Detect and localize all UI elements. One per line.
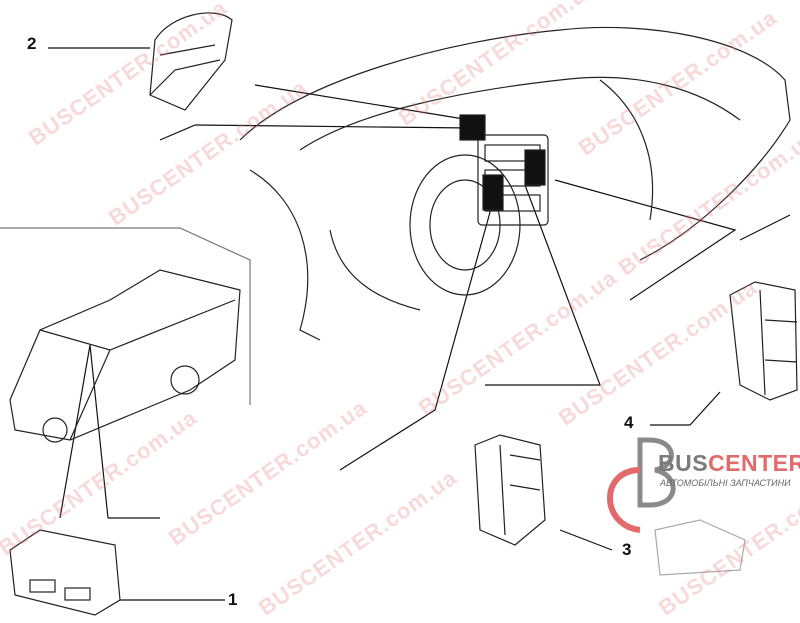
callout-3: 3 — [622, 540, 632, 559]
callout-2: 2 — [27, 34, 37, 53]
inset-frame — [0, 227, 251, 405]
logo-subtitle: АВТОМОБІЛЬНІ ЗАПЧАСТИНИ — [660, 478, 791, 488]
part-2-switch — [149, 12, 233, 111]
van-drawing — [9, 269, 241, 443]
part-1-switch — [9, 529, 121, 616]
dashboard-drawing — [239, 26, 791, 341]
part-4-switch — [729, 281, 798, 401]
callout-1: 1 — [228, 590, 238, 609]
logo-title: BUSCENTER — [658, 450, 800, 477]
logo-center: CENTER — [708, 450, 800, 476]
callout-4: 4 — [624, 413, 634, 432]
logo-bus: BUS — [658, 450, 709, 476]
part-3-switch — [474, 434, 546, 546]
leader-lines — [48, 47, 791, 601]
logo-mark — [607, 437, 746, 576]
